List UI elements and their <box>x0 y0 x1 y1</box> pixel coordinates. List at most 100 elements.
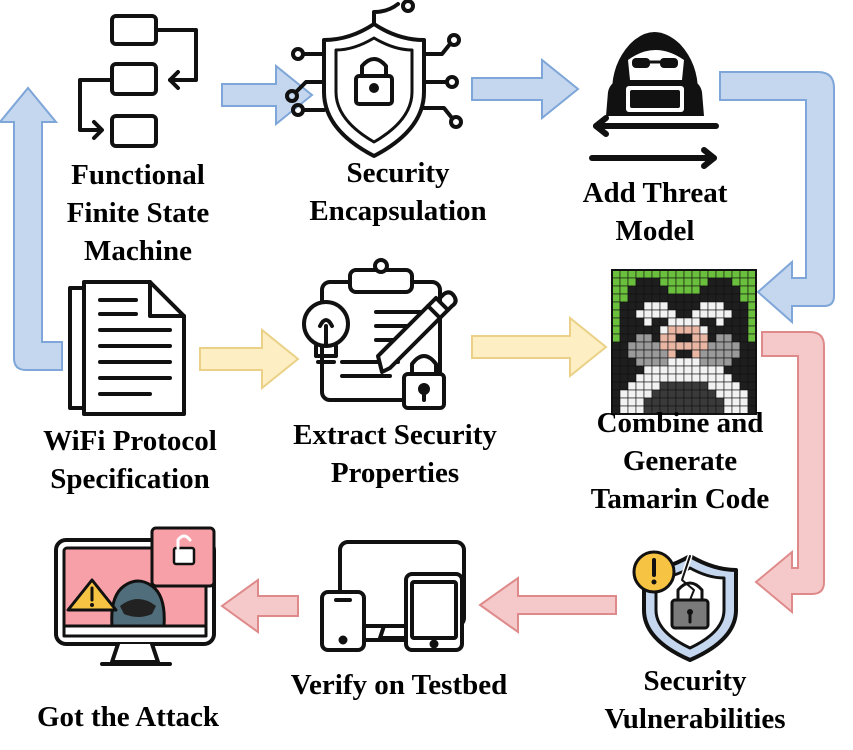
tamarin-pixel <box>683 269 693 279</box>
tamarin-pixel <box>619 389 629 399</box>
label-line: Specification <box>50 463 210 495</box>
tamarin-pixel <box>627 269 637 279</box>
tamarin-pixel <box>651 285 661 295</box>
tamarin-pixel <box>659 389 669 399</box>
tamarin-pixel <box>723 325 733 335</box>
tamarin-pixel <box>739 357 749 367</box>
tamarin-pixel <box>651 301 661 311</box>
tamarin-pixel <box>619 293 629 303</box>
tamarin-pixel <box>659 269 669 279</box>
arrow-extract-to-tamarin <box>471 315 608 379</box>
tamarin-pixel <box>619 341 629 351</box>
label-line: Add Threat <box>582 177 728 209</box>
tamarin-pixel <box>667 293 677 303</box>
tamarin-pixel <box>611 365 621 375</box>
tamarin-pixel <box>635 285 645 295</box>
tamarin-pixel <box>683 389 693 399</box>
tamarin-pixel <box>731 309 741 319</box>
tamarin-pixel <box>699 365 709 375</box>
tamarin-pixel <box>651 293 661 303</box>
tamarin-pixel <box>731 285 741 295</box>
tamarin-pixel <box>643 309 653 319</box>
tamarin-pixel <box>651 365 661 375</box>
tamarin-pixel <box>723 277 733 287</box>
label-line: Properties <box>330 457 460 489</box>
tamarin-pixel <box>739 373 749 383</box>
label-line: Security <box>346 157 450 189</box>
tamarin-pixel <box>627 381 637 391</box>
tamarin-pixel <box>683 357 693 367</box>
tamarin-pixel <box>643 285 653 295</box>
tamarin-pixel <box>699 317 709 327</box>
tamarin-pixel <box>707 277 717 287</box>
tamarin-pixel <box>667 285 677 295</box>
label-security-vulnerabilities: Security Vulnerabilities <box>588 662 802 738</box>
tamarin-pixel <box>739 381 749 391</box>
tamarin-pixel <box>659 285 669 295</box>
tamarin-pixel <box>699 269 709 279</box>
tamarin-pixel <box>619 365 629 375</box>
tamarin-pixel <box>747 381 757 391</box>
tamarin-pixel <box>643 293 653 303</box>
tamarin-pixel <box>635 309 645 319</box>
tamarin-pixel <box>627 285 637 295</box>
tamarin-pixel <box>659 333 669 343</box>
tamarin-pixel <box>731 349 741 359</box>
tamarin-pixel <box>731 317 741 327</box>
tamarin-pixel <box>627 389 637 399</box>
tamarin-pixel <box>611 301 621 311</box>
tamarin-pixel <box>675 389 685 399</box>
label-line: Tamarin Code <box>590 483 770 515</box>
tamarin-pixel <box>707 333 717 343</box>
tamarin-pixel <box>747 365 757 375</box>
tamarin-pixel <box>611 277 621 287</box>
tamarin-pixel <box>635 341 645 351</box>
tamarin-pixel <box>643 365 653 375</box>
broken-shield-icon <box>632 550 738 662</box>
tamarin-pixel <box>627 301 637 311</box>
label-line: Encapsulation <box>309 195 487 227</box>
tamarin-pixel <box>635 277 645 287</box>
tamarin-pixel <box>699 373 709 383</box>
tamarin-pixel <box>675 349 685 359</box>
tamarin-pixel <box>691 349 701 359</box>
tamarin-pixel <box>635 389 645 399</box>
tamarin-pixel <box>691 373 701 383</box>
label-line: Model <box>615 215 695 247</box>
tamarin-pixel <box>643 277 653 287</box>
tamarin-pixel <box>667 381 677 391</box>
tamarin-pixel <box>731 357 741 367</box>
tamarin-frame <box>611 269 757 415</box>
tamarin-pixel <box>715 373 725 383</box>
tamarin-pixel <box>659 381 669 391</box>
tamarin-pixel <box>691 325 701 335</box>
tamarin-pixel <box>627 373 637 383</box>
label-combine-tamarin: Combine and Generate Tamarin Code <box>572 404 788 518</box>
tamarin-pixel <box>675 333 685 343</box>
tamarin-pixel <box>731 269 741 279</box>
tamarin-pixel <box>667 333 677 343</box>
tamarin-pixel <box>611 269 621 279</box>
tamarin-pixel <box>691 277 701 287</box>
tamarin-pixel <box>675 381 685 391</box>
tamarin-pixel <box>747 277 757 287</box>
tamarin-pixel <box>643 389 653 399</box>
tamarin-pixel <box>715 293 725 303</box>
tamarin-pixel <box>707 325 717 335</box>
tamarin-pixel <box>723 285 733 295</box>
tamarin-pixel <box>739 285 749 295</box>
tamarin-pixel <box>707 365 717 375</box>
tamarin-pixel <box>627 309 637 319</box>
tamarin-pixel <box>619 373 629 383</box>
tamarin-pixel <box>675 269 685 279</box>
label-functional-fsm: Functional Finite State Machine <box>38 156 238 270</box>
tamarin-pixel <box>731 365 741 375</box>
tamarin-pixel <box>691 389 701 399</box>
tamarin-pixel <box>683 349 693 359</box>
tamarin-pixel <box>691 309 701 319</box>
tamarin-pixel <box>651 341 661 351</box>
tamarin-pixel <box>643 333 653 343</box>
tamarin-pixel <box>691 269 701 279</box>
tamarin-pixel <box>611 333 621 343</box>
